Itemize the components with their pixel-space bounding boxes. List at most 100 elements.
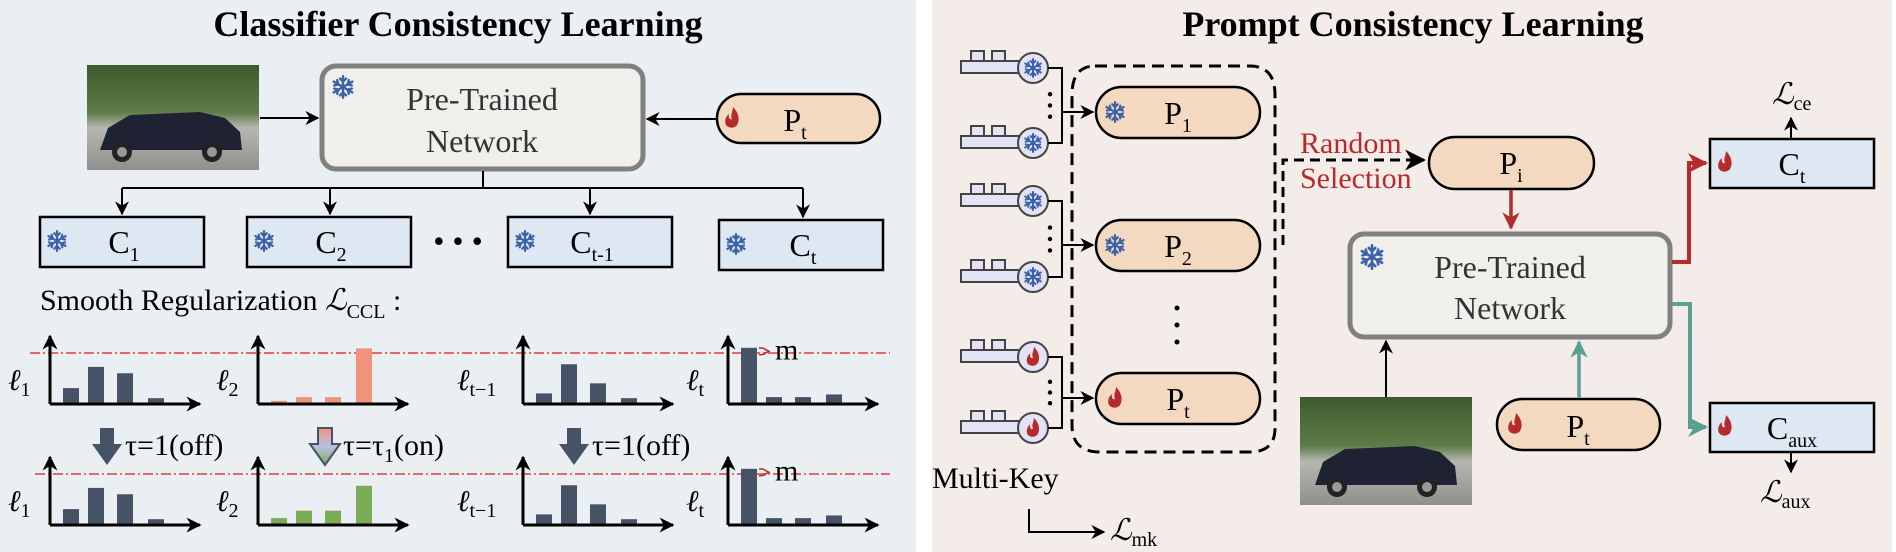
left-pretrained-network: Pre-Trained Network [319,63,646,172]
multi-key-label: Multi-Key [932,462,1059,495]
svg-text:Caux: Caux [1767,410,1817,452]
left-prompt-pt: Pt [715,92,882,145]
y-axis-label: ℓt [686,485,705,522]
svg-text:Ct-1: Ct-1 [570,224,614,266]
network-to-ct-arrow [1672,153,1708,264]
y-axis-label: ℓ1 [8,485,31,522]
y-axis-label: ℓt−1 [457,364,496,401]
pool-vertical-ellipsis [1174,305,1180,345]
y-axis-label: ℓ2 [216,485,239,522]
bar [741,347,757,404]
bar-chart-after-1: ℓ1 [8,455,202,533]
pool-prompt: P2 [1094,218,1262,273]
bar [271,518,287,525]
network-to-caux-arrow [1672,302,1708,437]
pool-prompt: Pt [1094,371,1262,426]
bar [826,515,842,525]
svg-text:Pt: Pt [783,102,807,144]
svg-text:Ct: Ct [1779,146,1806,188]
bar [621,519,637,525]
smooth-regularization-label: Smooth Regularization ℒCCL : [40,284,401,323]
random-selection-label-2: Selection [1300,162,1412,195]
bar [766,518,782,525]
multi-key-group [960,183,1095,293]
y-axis-label: ℓ2 [216,364,239,401]
svg-text:τ=τ1(on): τ=τ1(on) [343,429,444,467]
bar [536,393,552,404]
bar [325,397,341,404]
bar [148,398,164,404]
multikey-to-loss-arrow [1028,509,1106,539]
right-pretrained-network: Pre-Trained Network [1347,231,1673,340]
transform-arrow-1: τ=1(off) [92,428,223,465]
svg-text:C2: C2 [315,224,346,266]
bar-chart-before-2: ℓ2 [216,334,410,412]
network-label-line2: Network [1454,290,1566,326]
left-panel-title: Classifier Consistency Learning [213,4,702,44]
bar [590,504,606,525]
bar [63,509,79,525]
y-axis-label: ℓt−1 [457,485,496,522]
bar [296,397,312,404]
selected-prompt-pi: Pi [1427,135,1596,191]
key-icon [960,410,1049,444]
svg-text:C1: C1 [108,224,139,266]
bar-chart-after-3: ℓt−1 [457,455,675,533]
multi-key-group [960,339,1095,444]
loss-aux: ℒaux [1760,476,1811,513]
bar [561,364,577,404]
bar [148,519,164,525]
classifier-box: Ct [717,218,885,272]
bar-chart-before-1: ℓ1 [8,334,202,412]
margin-brace [758,468,771,477]
bar [271,400,287,404]
svg-text:P2: P2 [1164,228,1192,270]
y-axis-label: ℓ1 [8,364,31,401]
transform-arrow-3: τ=1(off) [559,428,690,465]
bar [88,366,104,404]
classifier-box: C1 [38,215,206,269]
bar [561,485,577,525]
bar [795,397,811,404]
bar [325,510,341,525]
svg-text:Pt: Pt [1166,381,1190,423]
transform-arrow-2: τ=τ1(on) [308,427,444,467]
right-panel-title: Prompt Consistency Learning [1182,4,1643,44]
random-selection-arrow [1281,149,1427,245]
bar [117,494,133,525]
multi-key-group [960,50,1095,159]
prompt-pool-dashed-box [1070,64,1277,454]
bar [766,397,782,404]
key-icon [960,125,1049,159]
classifier-box: Ct-1 [506,215,674,269]
random-selection-label-1: Random [1300,127,1402,160]
bar [741,468,757,525]
bar [795,518,811,525]
bar-chart-before-3: ℓt−1 [457,334,675,412]
bar [826,394,842,404]
right-input-car-image [1300,397,1472,505]
y-axis-label: ℓt [686,364,705,401]
bar [296,510,312,525]
network-label-line1: Pre-Trained [406,81,558,117]
margin-label: m [775,454,798,487]
network-label-line2: Network [426,123,538,159]
bar [621,398,637,404]
bar [356,485,372,525]
bar-chart-after-2: ℓ2 [216,455,410,533]
classifier-box: C2 [245,215,413,269]
loss-mk: ℒmk [1110,514,1157,551]
bar [117,373,133,404]
margin-brace [758,347,771,356]
svg-text:Pi: Pi [1499,145,1523,187]
classifier-caux: Caux [1708,401,1876,454]
svg-text:τ=1(off): τ=1(off) [592,429,690,462]
svg-text:P1: P1 [1164,95,1192,137]
bar-chart-after-4: ℓt m [686,454,880,533]
bar [63,388,79,404]
bar [88,487,104,525]
pool-prompt: P1 [1094,85,1262,140]
bar-chart-before-4: ℓtm [686,333,880,412]
current-prompt-pt: Pt [1495,397,1662,452]
